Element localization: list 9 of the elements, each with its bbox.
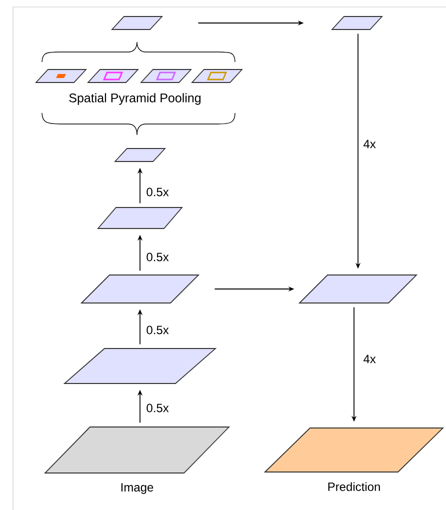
edge-label: 4x xyxy=(362,138,377,150)
node-label: Image xyxy=(121,483,154,494)
edge-label: 4x xyxy=(362,354,377,364)
edge-label: 0.5x xyxy=(145,186,170,198)
label-text: Spatial Pyramid Pooling xyxy=(69,93,201,105)
edge-label: 0.5x xyxy=(145,324,170,336)
node-label: Prediction xyxy=(328,482,380,492)
edge-label: 0.5x xyxy=(145,402,170,414)
edge-label: 0.5x xyxy=(145,252,170,262)
